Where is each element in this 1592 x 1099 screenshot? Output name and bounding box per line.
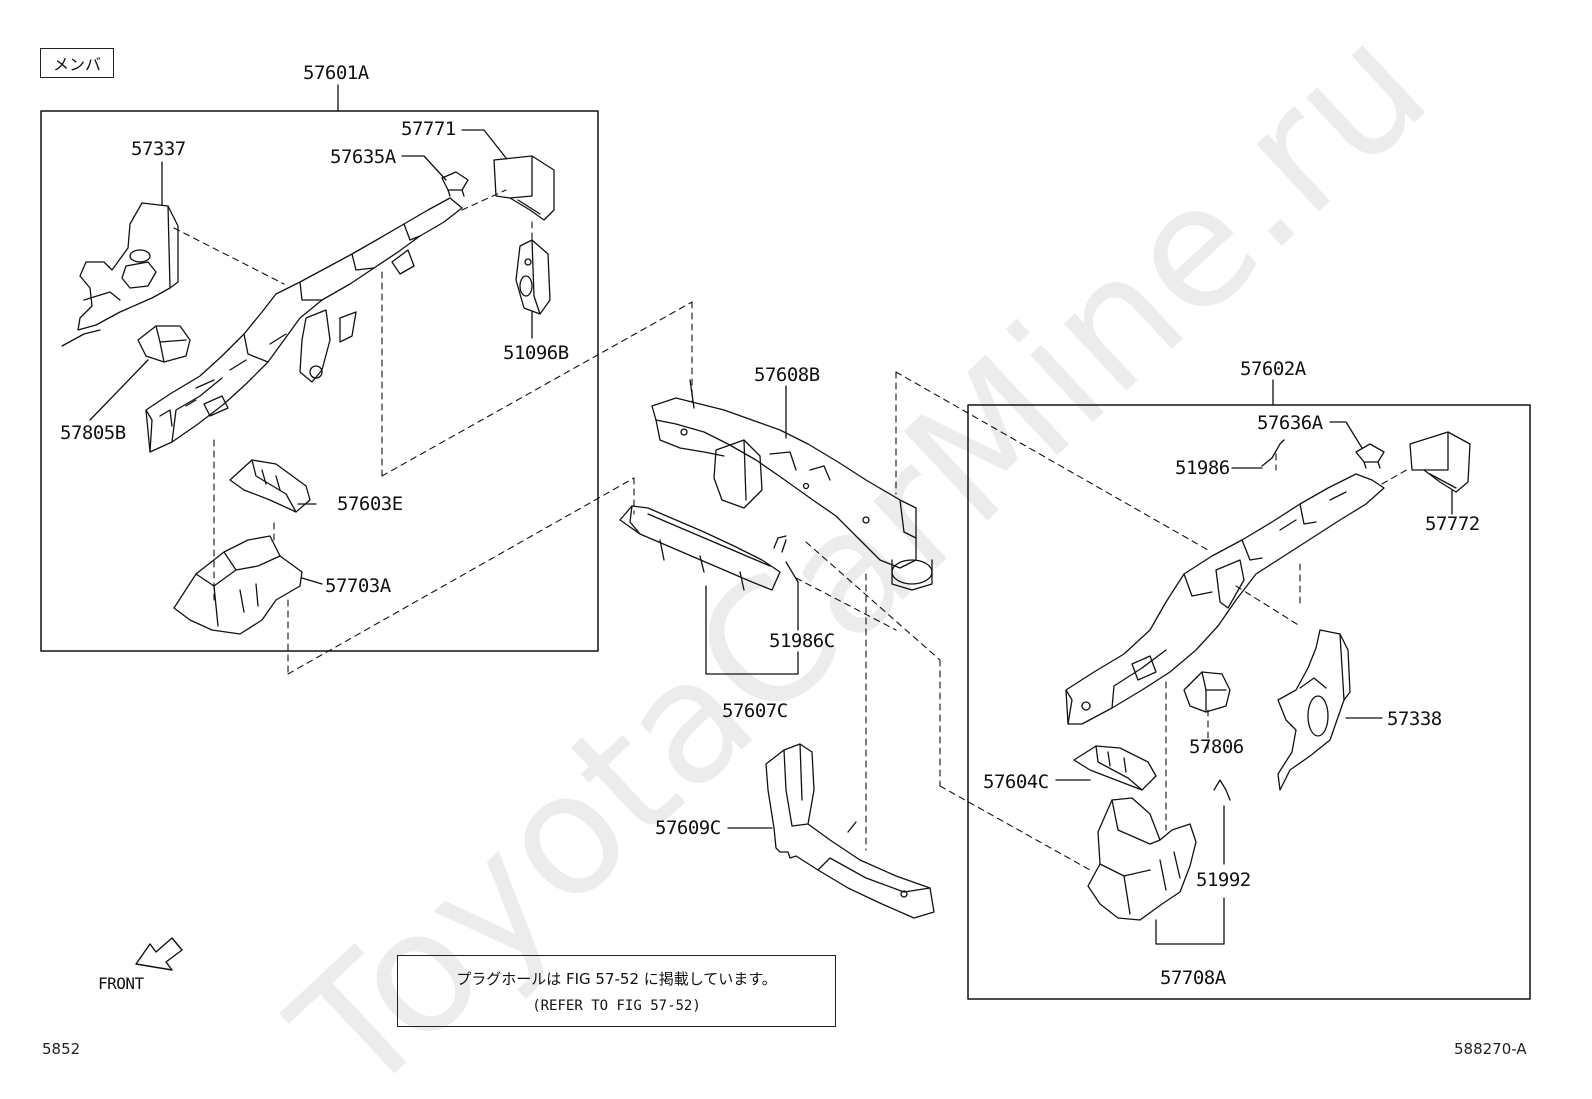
part-57635A-clip [441,171,469,197]
group-frame-57602A [967,404,1531,1000]
part-57609C-rail [765,743,935,919]
part-51992-clip [1213,779,1231,801]
front-label: FRONT [98,974,144,993]
part-label-57771: 57771 [401,118,456,140]
part-label-51986: 51986 [1175,457,1230,479]
leader-57708A [1155,897,1225,945]
part-57805B-bracket [137,325,191,363]
front-arrow-icon [135,937,183,971]
leader-51986C [785,561,799,631]
part-label-57607C: 57607C [722,700,788,722]
leader-57703A [301,577,323,585]
leader-57771 [461,129,507,159]
part-label-57772: 57772 [1425,513,1480,535]
leader-57805B [89,359,149,421]
part-label-51992: 51992 [1196,869,1251,891]
part-57602A-rail [1065,473,1385,725]
part-57604C-bracket [1073,745,1157,791]
part-label-57337: 57337 [131,138,186,160]
group-frame-57601A [40,110,599,652]
part-57601A-rail [145,197,463,453]
category-tag: メンバ [40,48,114,78]
part-label-57604C: 57604C [983,771,1049,793]
part-51096B-bracket [515,239,551,315]
part-51986C-clip [773,535,787,553]
part-57338-bracket [1277,629,1351,791]
part-57607C-crossmember [619,505,781,591]
part-57806-bracket [1183,671,1231,713]
leader-57635A [401,155,447,181]
reference-note-jp: プラグホールは FIG 57-52 に掲載しています。 [456,970,777,988]
part-label-57603E: 57603E [337,493,403,515]
part-51986-clip [1261,439,1285,467]
part-57771-bracket [493,155,555,221]
part-label-57602A: 57602A [1240,358,1306,380]
part-label-57703A: 57703A [325,575,391,597]
part-57703A-bracket [173,535,303,635]
part-57608B-rail [651,379,933,591]
assembly-lines-left [173,189,693,675]
part-57337-bracket [61,202,179,347]
part-label-57636A: 57636A [1257,412,1323,434]
reference-note: プラグホールは FIG 57-52 に掲載しています。 (REFER TO FI… [397,955,836,1027]
leader-57636A [1329,421,1363,449]
part-label-57609C: 57609C [655,817,721,839]
part-57772-bracket [1409,431,1471,493]
part-label-57635A: 57635A [330,146,396,168]
part-label-57338: 57338 [1387,708,1442,730]
part-label-51986C: 51986C [769,630,835,652]
part-label-57806: 57806 [1189,736,1244,758]
part-57603E-bracket [229,459,311,513]
assembly-lines-center [795,371,1209,871]
part-label-57708A: 57708A [1160,967,1226,989]
part-57636A-clip [1355,443,1385,469]
part-label-57601A: 57601A [303,62,369,84]
reference-note-en: (REFER TO FIG 57-52) [532,998,701,1014]
part-label-57805B: 57805B [60,422,126,444]
part-label-51096B: 51096B [503,342,569,364]
assembly-lines-right [1165,453,1411,831]
part-label-57608B: 57608B [754,364,820,386]
part-57708A-bracket [1087,797,1197,921]
page-number: 5852 [42,1040,81,1058]
leader-57607C [705,585,799,675]
figure-id: 588270-A [1454,1040,1527,1058]
